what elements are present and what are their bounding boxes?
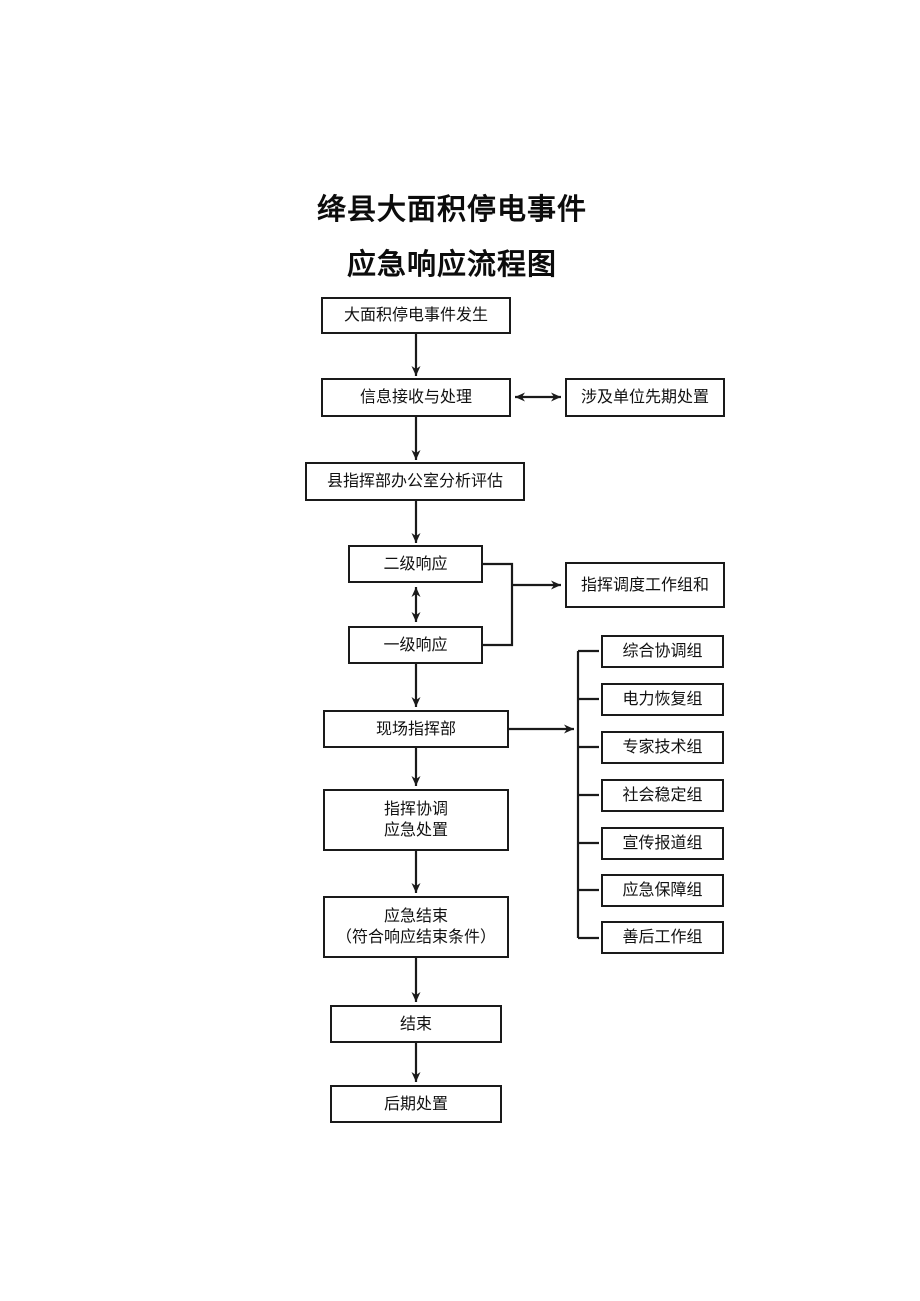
node-label: 县指挥部办公室分析评估 <box>326 473 503 490</box>
page-title-line-2: 应急响应流程图 <box>347 249 558 281</box>
node-label: 大面积停电事件发生 <box>343 307 488 324</box>
node-label: 电力恢复组 <box>622 691 703 708</box>
node-label: 涉及单位先期处置 <box>580 389 709 406</box>
node-end[interactable]: 结束 <box>330 1005 502 1043</box>
edge-levels-bracket <box>483 562 514 647</box>
node-label: 专家技术组 <box>622 739 703 756</box>
node-post-event-handling[interactable]: 后期处置 <box>330 1085 502 1123</box>
node-emergency-termination[interactable]: 应急结束 （符合响应结束条件） <box>323 896 509 958</box>
node-label-line-1: 指挥协调 <box>383 801 448 818</box>
node-group-social-stability[interactable]: 社会稳定组 <box>601 779 724 812</box>
node-label: 二级响应 <box>383 555 448 573</box>
node-label: 宣传报道组 <box>622 835 703 852</box>
node-group-power-restoration[interactable]: 电力恢复组 <box>601 683 724 716</box>
node-label-line-1: 应急结束 <box>383 908 448 925</box>
node-county-hq-office-assessment[interactable]: 县指挥部办公室分析评估 <box>305 462 525 501</box>
node-label: 现场指挥部 <box>375 720 456 738</box>
node-label: 结束 <box>399 1015 432 1033</box>
node-label-line-2: （符合响应结束条件） <box>335 929 496 946</box>
node-unit-initial-handling[interactable]: 涉及单位先期处置 <box>565 378 725 417</box>
node-group-aftermath-work[interactable]: 善后工作组 <box>601 921 724 954</box>
node-label: 应急保障组 <box>622 882 703 899</box>
node-command-coordination[interactable]: 指挥协调 应急处置 <box>323 789 509 851</box>
node-label: 社会稳定组 <box>622 787 703 804</box>
node-label: 指挥调度工作组和 <box>580 576 709 594</box>
node-group-expert-technical[interactable]: 专家技术组 <box>601 731 724 764</box>
node-level-2-response[interactable]: 二级响应 <box>348 545 483 583</box>
node-event-occurs[interactable]: 大面积停电事件发生 <box>321 297 511 334</box>
node-onsite-command-post[interactable]: 现场指挥部 <box>323 710 509 748</box>
node-label: 一级响应 <box>383 636 448 654</box>
node-group-publicity-reporting[interactable]: 宣传报道组 <box>601 827 724 860</box>
node-label-line-2: 应急处置 <box>383 822 448 839</box>
node-label: 综合协调组 <box>622 643 703 660</box>
node-level-1-response[interactable]: 一级响应 <box>348 626 483 664</box>
page-title-line-1: 绛县大面积停电事件 <box>317 194 588 226</box>
node-command-dispatch-group[interactable]: 指挥调度工作组和 <box>565 562 725 608</box>
node-label: 后期处置 <box>383 1095 448 1113</box>
node-group-emergency-support[interactable]: 应急保障组 <box>601 874 724 907</box>
node-label: 信息接收与处理 <box>359 389 472 406</box>
node-group-comprehensive-coordination[interactable]: 综合协调组 <box>601 635 724 668</box>
node-info-receive-process[interactable]: 信息接收与处理 <box>321 378 511 417</box>
node-label: 善后工作组 <box>622 929 703 946</box>
